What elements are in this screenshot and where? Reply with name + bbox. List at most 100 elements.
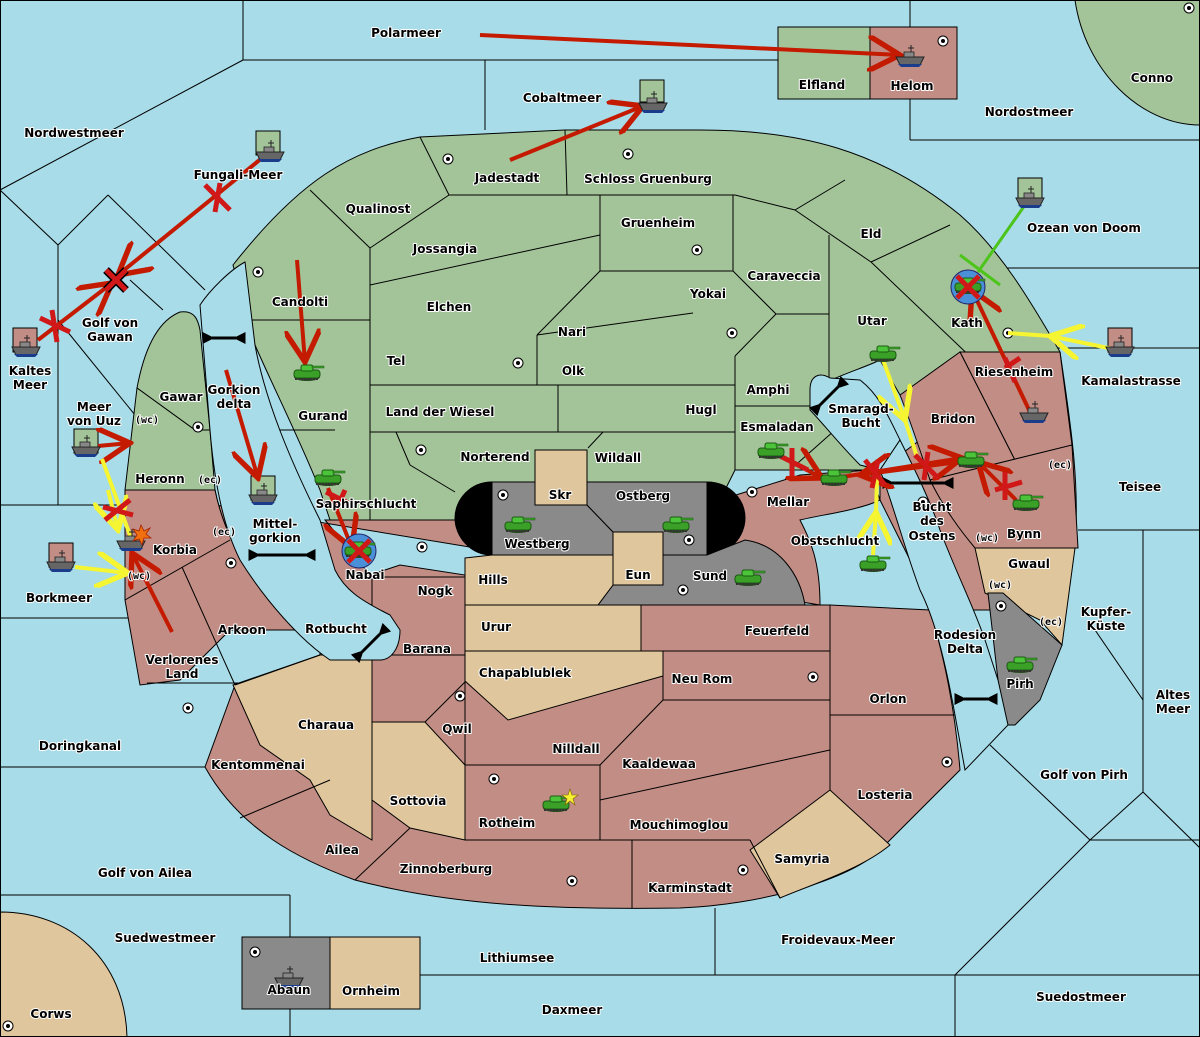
region-gawar[interactable] xyxy=(136,311,211,431)
label-chapa: Chapablublek xyxy=(479,666,572,680)
label-charaua: Charaua xyxy=(298,718,354,732)
label-kaltes-1: Kaltes xyxy=(9,364,52,378)
label-nilldall: Nilldall xyxy=(552,742,599,756)
sea-bucht-des-ostens[interactable] xyxy=(879,439,1009,772)
label-qualinost: Qualinost xyxy=(346,202,411,216)
region-gwaul[interactable] xyxy=(974,547,1076,647)
label-golf-ailea: Golf von Ailea xyxy=(98,866,192,880)
label-ailea: Ailea xyxy=(325,843,359,857)
label-jossangia: Jossangia xyxy=(412,242,477,256)
label-candolti: Candolti xyxy=(272,295,328,309)
label-hills: Hills xyxy=(478,573,508,587)
label-rodesion-1: Rodesion xyxy=(934,628,996,642)
label-olk: Olk xyxy=(562,364,585,378)
label-elchen: Elchen xyxy=(427,300,472,314)
label-helom: Helom xyxy=(890,79,933,93)
coast-heronn-ec: (ec) xyxy=(198,475,222,486)
label-teisee: Teisee xyxy=(1119,480,1161,494)
supply-center-icon xyxy=(726,327,738,339)
label-nari: Nari xyxy=(558,325,586,339)
label-feuerfeld: Feuerfeld xyxy=(745,624,810,638)
supply-center-icon xyxy=(622,148,634,160)
label-eld: Eld xyxy=(861,227,882,241)
label-kaaldewaa: Kaaldewaa xyxy=(622,757,696,771)
double-arrow-icon xyxy=(350,622,392,664)
label-eun: Eun xyxy=(625,568,650,582)
label-cobaltmeer: Cobaltmeer xyxy=(523,91,601,105)
dislodged-x xyxy=(346,274,981,564)
coast-korbia-wc: (wc) xyxy=(127,571,151,582)
supply-center-icon xyxy=(807,671,819,683)
label-hugl: Hugl xyxy=(685,403,716,417)
label-ornheim: Ornheim xyxy=(342,984,400,998)
failed-order-x-icon xyxy=(324,488,350,512)
coast-korbia-ec: (ec) xyxy=(212,527,236,538)
supply-center-icon xyxy=(2,1020,14,1032)
failed-order-x-icon xyxy=(203,182,232,213)
canal-arrows xyxy=(202,332,998,705)
supply-center-icon xyxy=(225,557,237,569)
region-samyria[interactable] xyxy=(749,789,891,899)
label-nordostmeer: Nordostmeer xyxy=(985,105,1074,119)
label-ozean: Ozean von Doom xyxy=(1027,221,1141,235)
label-daxmeer: Daxmeer xyxy=(542,1003,603,1017)
label-sund: Sund xyxy=(693,569,727,583)
label-elfland: Elfland xyxy=(799,78,845,92)
supply-center-icon xyxy=(691,244,703,256)
supply-center-icon xyxy=(746,486,758,498)
supply-center-icon xyxy=(416,541,428,553)
double-arrow-icon xyxy=(808,375,850,417)
label-froidevaux: Froidevaux-Meer xyxy=(781,933,895,947)
region-corws[interactable] xyxy=(0,911,128,1037)
label-gwaul: Gwaul xyxy=(1008,557,1050,571)
label-fungali: Fungali-Meer xyxy=(194,168,283,182)
label-bridon: Bridon xyxy=(931,412,976,426)
label-wiesel: Land der Wiesel xyxy=(386,405,495,419)
label-bynn: Bynn xyxy=(1007,527,1041,541)
label-rodesion-2: Delta xyxy=(947,642,983,656)
failed-order-x-icon xyxy=(776,448,810,476)
label-gawan-1: Golf von xyxy=(82,316,138,330)
supply-center-icon xyxy=(249,946,261,958)
label-golf-pirh: Golf von Pirh xyxy=(1040,768,1128,782)
region-skr[interactable] xyxy=(534,449,588,506)
explosion-icon xyxy=(132,523,153,547)
label-kentommenai: Kentommenai xyxy=(211,758,305,772)
label-saphir: Saphirschlucht xyxy=(316,497,417,511)
label-barana: Barana xyxy=(403,642,451,656)
label-kaltes-2: Meer xyxy=(13,378,47,392)
region-ornheim[interactable] xyxy=(329,936,421,1010)
supply-center-icon xyxy=(941,756,953,768)
coast-gawar-wc: (wc) xyxy=(135,415,159,426)
supply-center-icon xyxy=(683,534,695,546)
label-mittel-2: gorkion xyxy=(249,531,301,545)
coast-bynn-ec: (ec) xyxy=(1048,460,1072,471)
label-verlorenes-1: Verlorenes xyxy=(146,653,219,667)
failed-order-x-icon xyxy=(1002,355,1022,383)
supply-center-icon xyxy=(995,600,1007,612)
red-borders xyxy=(124,469,955,908)
label-doringkanal: Doringkanal xyxy=(39,739,121,753)
supply-center-icon xyxy=(488,773,500,785)
label-sottovia: Sottovia xyxy=(390,794,447,808)
supply-center-icon xyxy=(442,153,454,165)
label-smaragd-1: Smaragd- xyxy=(828,402,893,416)
label-obst: Obstschlucht xyxy=(791,534,880,548)
label-arkoon: Arkoon xyxy=(218,623,266,637)
label-urur: Urur xyxy=(481,620,511,634)
label-westberg: Westberg xyxy=(504,537,569,551)
label-qwil: Qwil xyxy=(442,722,472,736)
label-schloss: Schloss Gruenburg xyxy=(584,172,712,186)
supply-center-icon xyxy=(192,421,204,433)
label-kupfer-1: Kupfer- xyxy=(1081,605,1131,619)
bounce-x-icon xyxy=(103,267,129,293)
label-kath: Kath xyxy=(951,316,983,330)
label-korbia: Korbia xyxy=(153,543,197,557)
label-conno: Conno xyxy=(1131,71,1173,85)
build-star-icon xyxy=(561,788,579,806)
region-conno[interactable] xyxy=(1074,0,1200,126)
region-elfland[interactable] xyxy=(777,26,871,100)
label-orlon: Orlon xyxy=(869,692,906,706)
region-heronn[interactable] xyxy=(124,387,216,491)
